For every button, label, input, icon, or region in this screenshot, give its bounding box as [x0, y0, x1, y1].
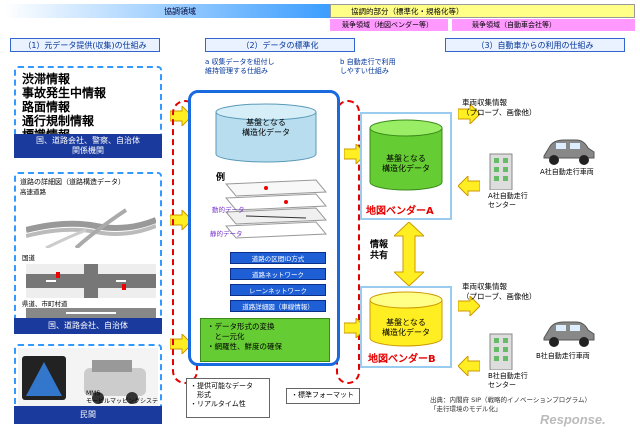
car-icon — [543, 139, 595, 165]
info-item: 路面情報 — [22, 100, 71, 114]
vendor-a-title: 地図ベンダーA — [366, 206, 434, 217]
vendor-b-cylinder-label: 基盤となる 構造化データ — [382, 318, 430, 337]
mms-vehicle-image — [18, 348, 158, 406]
vehicle-info-b: 車両収集情報 （プローブ、画像他） — [462, 282, 537, 301]
section-3-title: （3）自動車からの利用の仕組み — [445, 38, 625, 52]
provider-label-1: 国、道路会社、警察、自治体 関係機関 — [14, 134, 162, 158]
national-road-image — [26, 264, 156, 298]
layered-map-illustration — [224, 179, 328, 239]
conversion-notes-box: ・データ形式の変換 と一元化 ・網羅性、鮮度の確保 — [200, 318, 330, 362]
provider-label-2: 国、道路会社、自治体 — [14, 318, 162, 334]
prefectural-road-image — [26, 308, 156, 318]
compete-area-1-bar: 競争領域（地図ベンダー等） — [330, 19, 448, 31]
coop-area-bar: 協調領域 — [4, 4, 344, 18]
center-b-label: B社自動走行 センター — [488, 372, 528, 389]
standard-format-label: ・標準フォーマット — [291, 391, 354, 399]
car-icon — [543, 321, 595, 347]
arrow-left-icon — [458, 176, 480, 196]
response-watermark: Response. — [540, 412, 606, 427]
info-share-label: 情報 共有 — [370, 240, 389, 261]
arrow-right-icon — [458, 296, 480, 316]
highway-map-image — [26, 200, 156, 248]
provider-label-3: 民間 — [14, 406, 162, 424]
building-icon — [489, 333, 513, 370]
prefectural-road-label: 県道、市町村道 — [22, 300, 68, 308]
base-data-cylinder — [215, 103, 317, 163]
national-road-label: 国道 — [22, 254, 35, 262]
section-1-title: （1）元データ提供(収集)の仕組み — [10, 38, 160, 52]
vendor-b-cylinder — [369, 291, 443, 347]
info-item: 渋滞情報 — [22, 72, 71, 86]
vehicle-info-a: 車両収集情報 （プローブ、画像他） — [462, 98, 537, 117]
dynamic-data-label: 動的データ — [212, 206, 245, 214]
mechanism-a-label: a 収集データを紐付し 維持管理する仕組み — [205, 58, 275, 75]
road-detail-box: 道路の詳細図（道路構造データ） 高速道路 国道 県道、市町村道 — [14, 172, 162, 334]
layer-road-detail: 道路詳細図（車線情報） — [230, 300, 326, 312]
share-arrow-icon — [394, 222, 424, 286]
base-cylinder-label: 基盤となる 構造化データ — [242, 118, 290, 137]
compete-area-2-bar: 競争領域（自動車会社等） — [452, 19, 635, 31]
example-label: 例 — [216, 173, 226, 183]
arrow-left-icon — [458, 356, 480, 376]
source-note: 出典：内閣府 SIP（戦略的イノベーションプログラム） 「走行環境のモデル化」 — [430, 396, 592, 413]
road-detail-title: 道路の詳細図（道路構造データ） — [20, 178, 125, 186]
provide-notes: ・提供可能なデータ 形式 ・リアルタイム性 — [190, 382, 253, 408]
vendor-b-title: 地図ベンダーB — [368, 354, 436, 365]
building-icon — [489, 153, 513, 190]
info-item: 通行規制情報 — [22, 114, 95, 128]
vendor-a-cylinder — [369, 119, 443, 191]
provide-notes-box: ・提供可能なデータ 形式 ・リアルタイム性 — [186, 378, 270, 418]
layer-road-network: 道路ネットワーク — [230, 268, 326, 280]
car-a-label: A社自動走行車両 — [540, 168, 594, 176]
coop-part-bar: 協調的部分（標準化・規格化等） — [330, 4, 635, 18]
arrow-right-icon — [458, 104, 480, 124]
info-item: 事故発生中情報 — [22, 86, 107, 100]
info-list: 渋滞情報 事故発生中情報 路面情報 通行規制情報 標識情報 — [22, 72, 154, 142]
car-b-label: B社自動走行車両 — [536, 352, 590, 360]
center-a-label: A社自動走行 センター — [488, 192, 528, 209]
highway-label: 高速道路 — [20, 188, 46, 196]
mechanism-b-label: b 自動走行で利用 しやすい仕組み — [340, 58, 396, 75]
static-data-label: 静的データ — [210, 230, 243, 238]
layer-lane-network: レーンネットワーク — [230, 284, 326, 296]
standard-format-box: ・標準フォーマット — [286, 388, 360, 404]
coop-area-label: 協調領域 — [164, 6, 196, 16]
section-2-title: （2）データの標準化 — [205, 38, 355, 52]
vendor-a-cylinder-label: 基盤となる 構造化データ — [382, 154, 430, 173]
conversion-notes: ・データ形式の変換 と一元化 ・網羅性、鮮度の確保 — [207, 322, 282, 351]
layer-section-id: 道路の区間ID方式 — [230, 252, 326, 264]
